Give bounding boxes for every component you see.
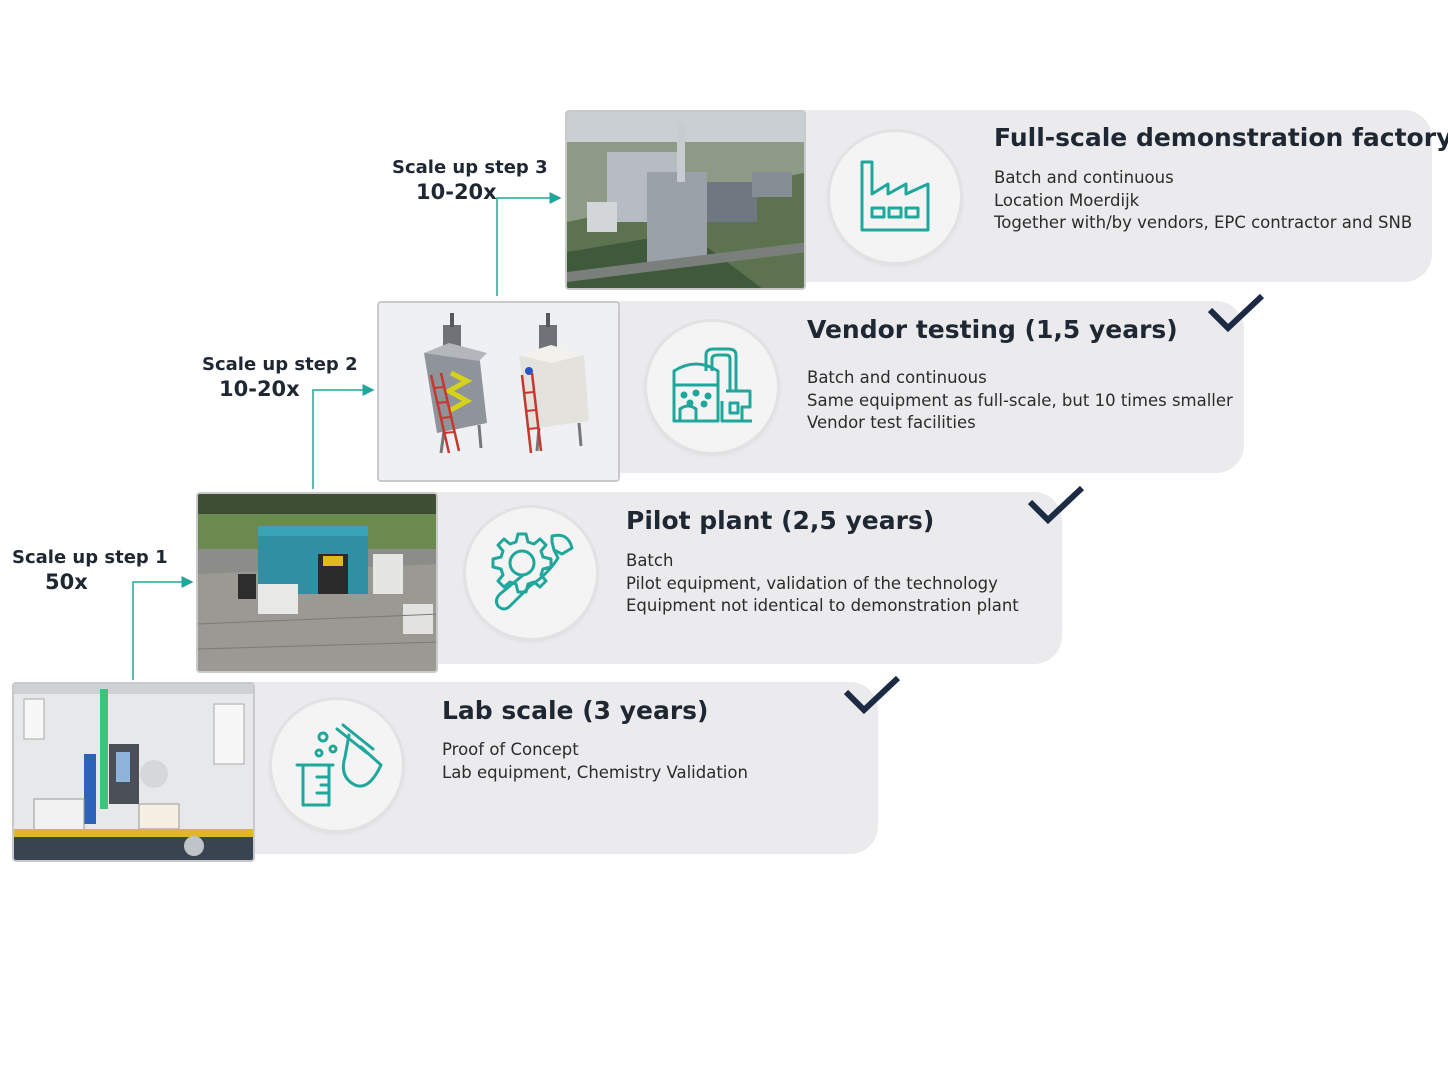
checkmark-icon-lab-scale [843,675,901,715]
stage-description-vendor-testing: Batch and continuous Same equipment as f… [807,367,1233,435]
connector-arrow-step-1 [132,576,194,680]
scale-up-step-3-factor: 10-20x [416,180,497,204]
stage-title-full-scale: Full-scale demonstration factory [994,123,1448,152]
description-line: Batch [626,551,674,570]
checkmark-icon-pilot-plant [1027,485,1085,525]
description-line: Proof of Concept [442,740,579,759]
lab-setup-image [12,682,255,862]
checkmark-icon-vendor-testing [1207,293,1265,333]
scale-up-step-2-factor: 10-20x [219,377,300,401]
description-line: Vendor test facilities [807,413,976,432]
lab-glassware-icon [295,723,383,807]
factory-icon [860,160,930,232]
pilot-plant-image [196,492,438,673]
process-plant-icon-circle [647,322,777,452]
gear-wrench-icon [491,532,574,611]
stage-description-lab-scale: Proof of Concept Lab equipment, Chemistr… [442,739,748,784]
lab-glassware-icon-circle [272,700,402,830]
stage-title-vendor-testing: Vendor testing (1,5 years) [807,315,1178,344]
description-line: Pilot equipment, validation of the techn… [626,573,998,593]
factory-render-image [565,110,806,290]
description-line: Batch and continuous [994,168,1174,187]
stage-description-pilot-plant: Batch Pilot equipment, validation of the… [626,550,1019,618]
description-line: Same equipment as full-scale, but 10 tim… [807,390,1233,410]
description-line: Together with/by vendors, EPC contractor… [994,213,1413,232]
gear-wrench-icon-circle [466,508,596,638]
stage-title-pilot-plant: Pilot plant (2,5 years) [626,506,935,535]
scale-up-step-3-label: Scale up step 3 [392,157,548,178]
description-line: Location Moerdijk [994,190,1140,210]
connector-arrow-step-2 [312,384,375,489]
stage-title-lab-scale: Lab scale (3 years) [442,696,709,725]
factory-icon-circle [830,132,960,262]
stage-description-full-scale: Batch and continuous Location Moerdijk T… [994,167,1412,235]
scale-up-step-1-factor: 50x [45,570,88,594]
scale-up-step-2-label: Scale up step 2 [202,354,358,375]
scale-up-step-1-label: Scale up step 1 [12,547,168,568]
vendor-tanks-image [377,301,620,482]
process-plant-icon [672,347,752,423]
description-line: Lab equipment, Chemistry Validation [442,762,748,782]
description-line: Equipment not identical to demonstration… [626,596,1019,615]
description-line: Batch and continuous [807,368,987,387]
connector-arrow-step-3 [496,192,562,296]
